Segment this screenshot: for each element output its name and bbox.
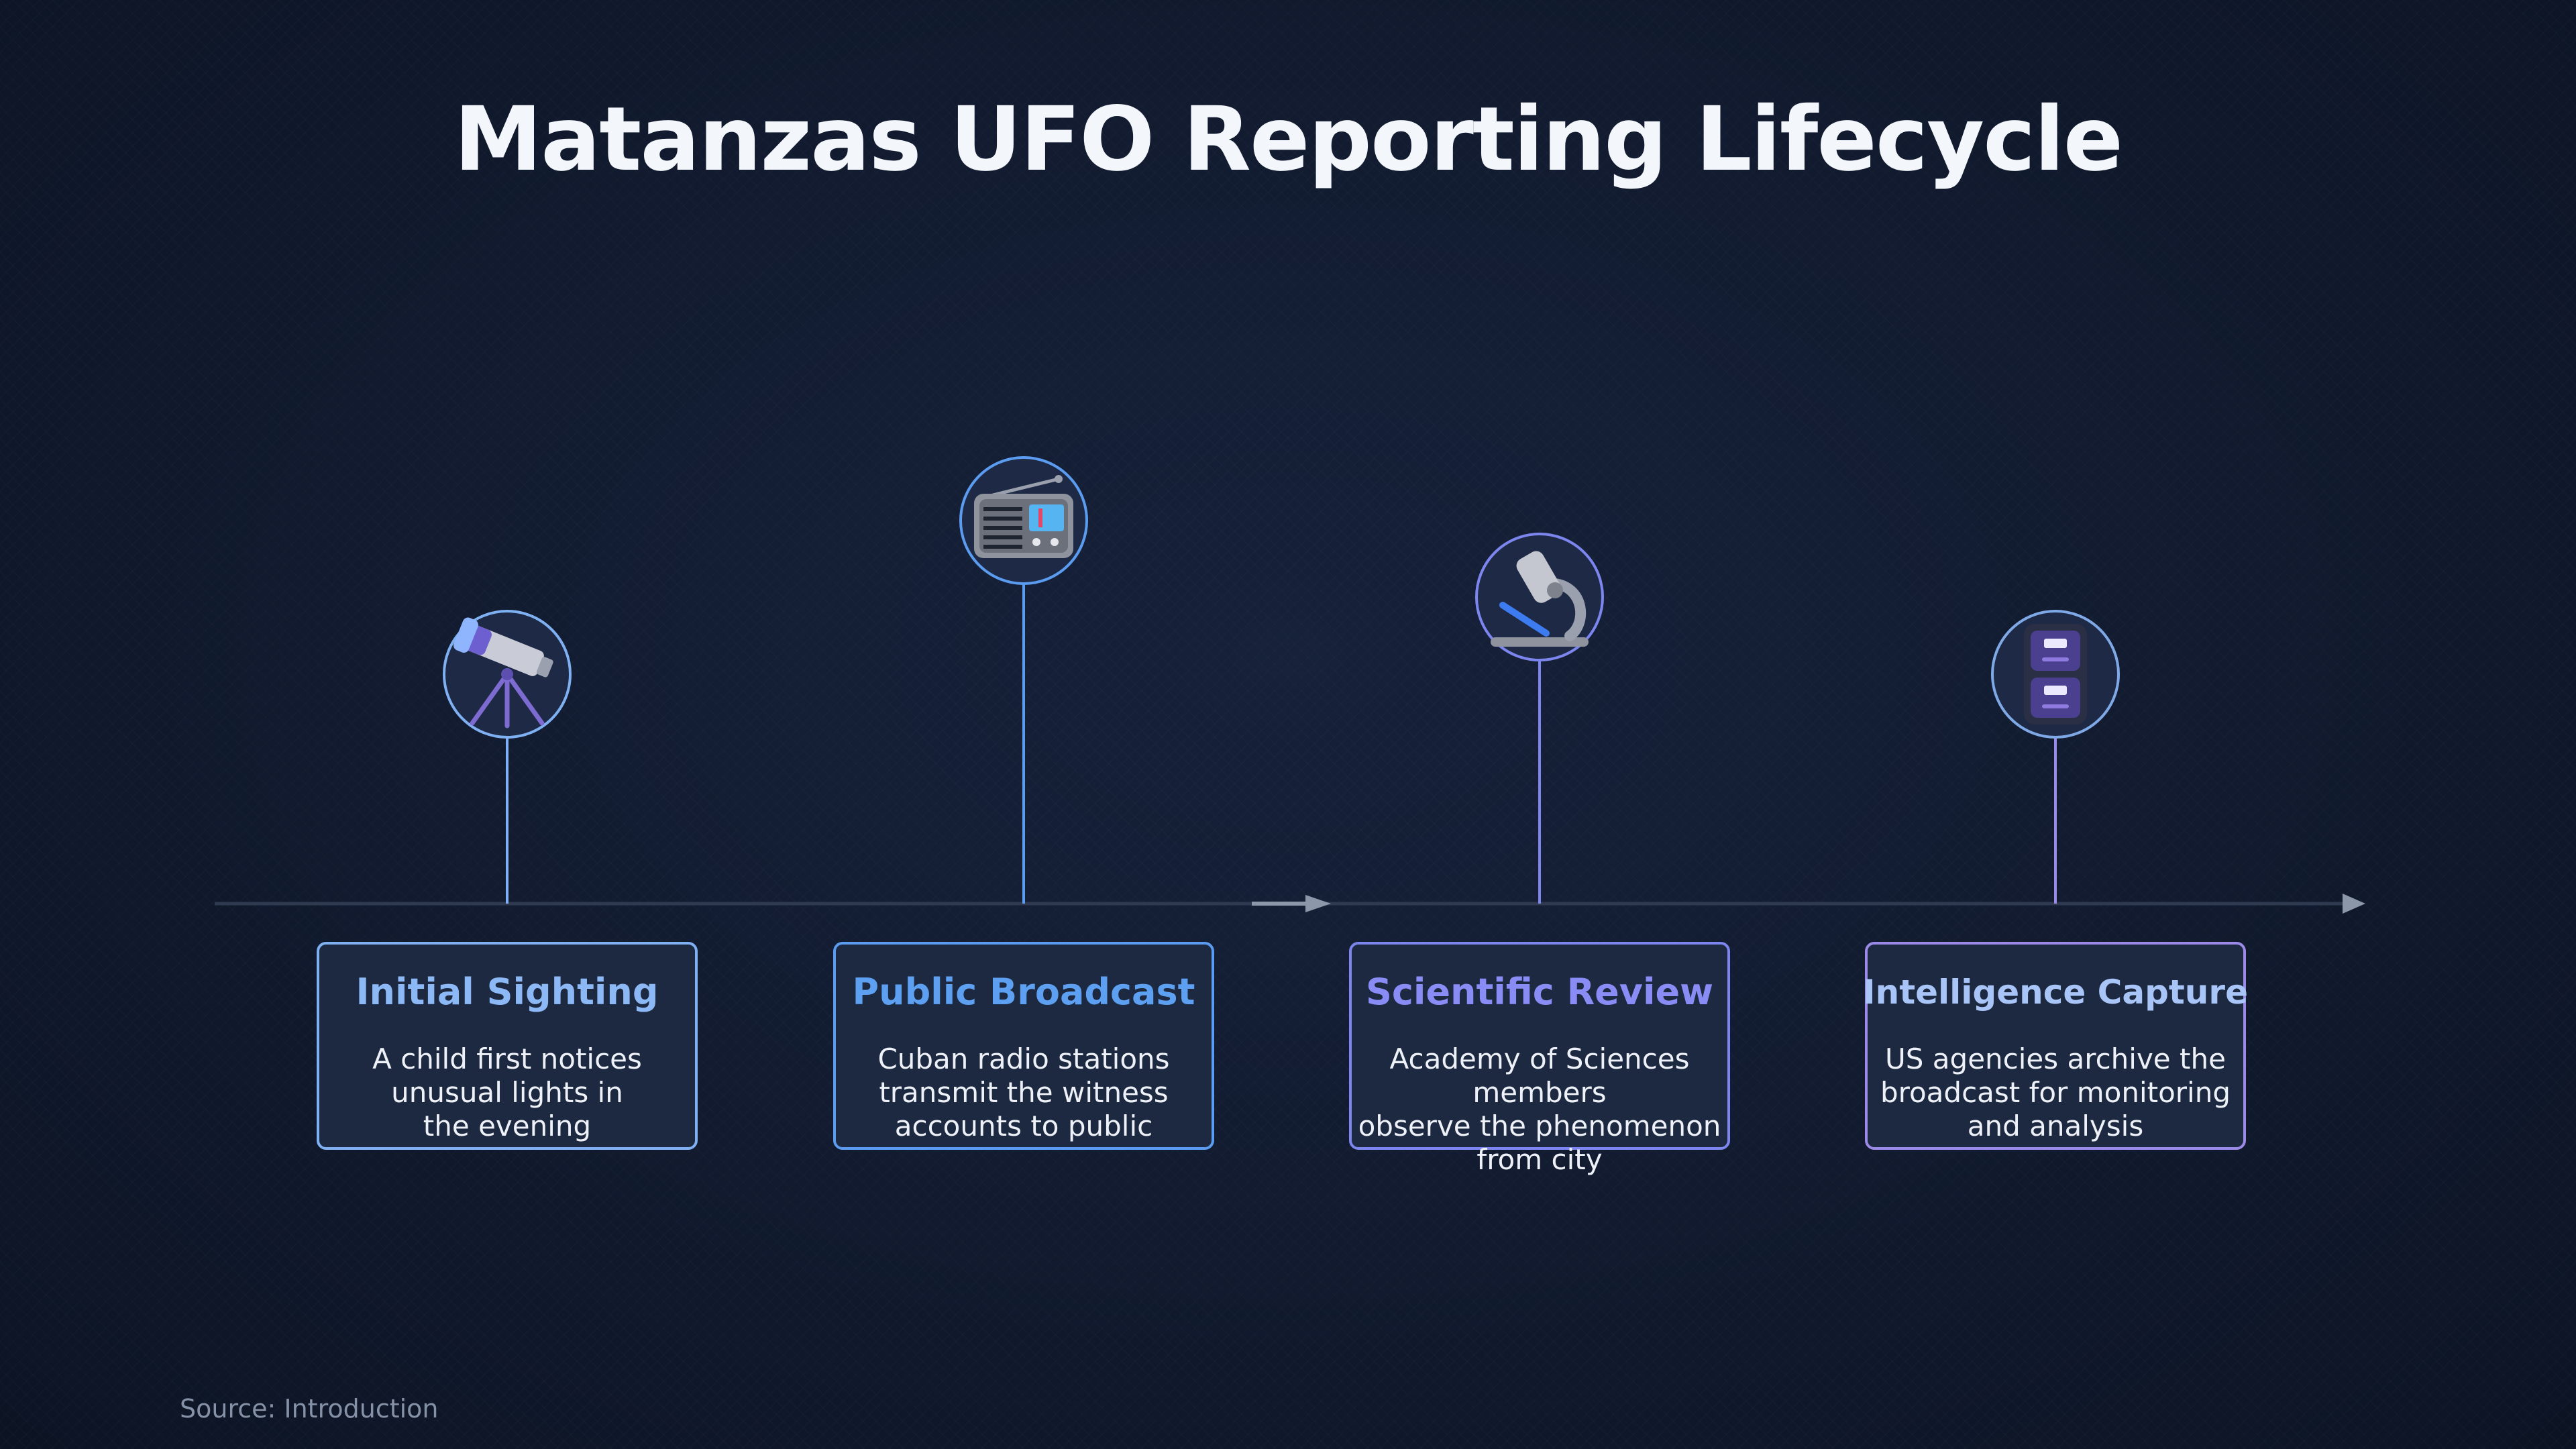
timeline-mid-arrow [1252,895,1331,912]
marker-intelligence-capture [1991,610,2120,739]
step-title: Public Broadcast [852,971,1195,1013]
marker-scientific-review [1475,533,1604,661]
step-description: US agencies archive the broadcast for mo… [1880,1042,2231,1142]
step-title: Intelligence Capture [1863,973,2248,1012]
step-card-public-broadcast: Public Broadcast Cuban radio stations tr… [833,942,1214,1150]
file-cabinet-icon [2024,624,2087,724]
page-title: Matanzas UFO Reporting Lifecycle [453,88,2123,191]
timeline-end-arrowhead [2343,894,2365,914]
telescope-icon [453,617,553,729]
radio-icon [974,475,1073,558]
step-card-intelligence-capture: Intelligence Capture US agencies archive… [1863,942,2248,1150]
step-title: Initial Sighting [356,971,659,1013]
step-card-scientific-review: Scientific Review Academy of Sciences me… [1349,942,1730,1176]
step-description: Academy of Sciences members observe the … [1358,1042,1721,1176]
step-description: Cuban radio stations transmit the witnes… [877,1042,1170,1142]
step-card-initial-sighting: Initial Sighting A child first notices u… [317,942,698,1150]
source-note: Source: Introduction [180,1394,439,1424]
step-description: A child first notices unusual lights in … [372,1042,642,1142]
marker-public-broadcast [959,456,1088,585]
step-title: Scientific Review [1365,971,1714,1013]
microscope-icon [1491,551,1589,647]
marker-initial-sighting [443,610,572,739]
